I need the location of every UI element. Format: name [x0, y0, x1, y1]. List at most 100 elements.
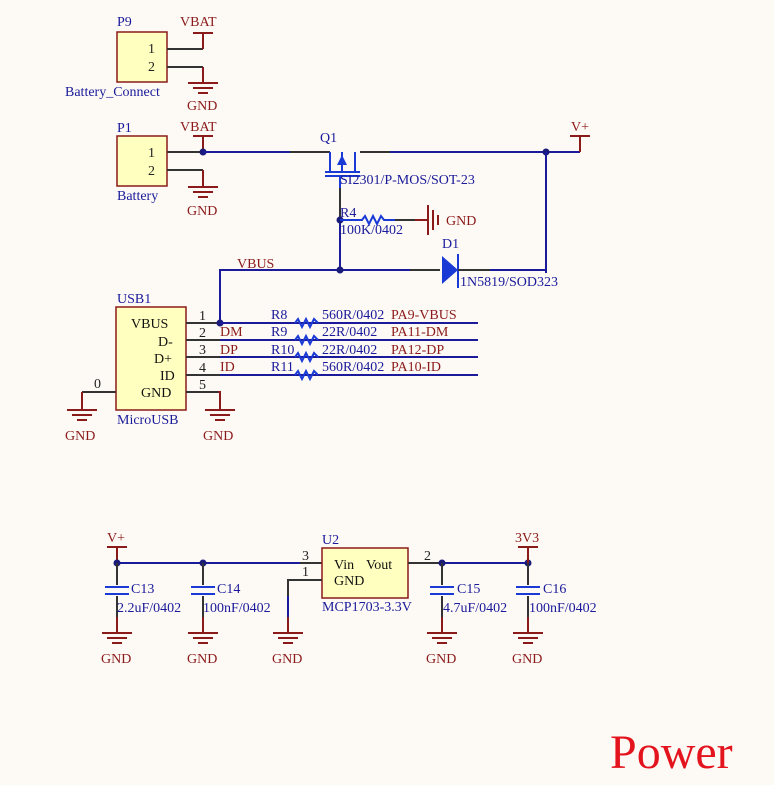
- gnd-label: GND: [426, 652, 456, 667]
- r9-designator: R9: [271, 325, 287, 340]
- gnd-label: GND: [512, 652, 542, 667]
- vbat-port-p1: VBAT: [180, 120, 217, 152]
- capacitor-c15[interactable]: C15 4.7uF/0402: [430, 563, 507, 617]
- capacitor-c13[interactable]: C13 2.2uF/0402: [105, 563, 181, 617]
- capacitor-c14[interactable]: C14 100nF/0402: [191, 563, 271, 617]
- net-pa10-id: PA10-ID: [391, 360, 441, 375]
- gnd-label: GND: [187, 204, 217, 219]
- r4-value: 100K/0402: [340, 223, 403, 238]
- gnd-symbol-c15: GND: [426, 617, 457, 667]
- vbat-label-p1: VBAT: [180, 120, 217, 135]
- usb1-pin-name: D-: [158, 335, 173, 350]
- vplus-port-top: V+: [570, 120, 590, 152]
- usb1-pin-name: VBUS: [131, 317, 168, 332]
- r10-value: 22R/0402: [322, 343, 377, 358]
- p9-designator: P9: [117, 15, 132, 30]
- r10-designator: R10: [271, 343, 294, 358]
- 3v3-label: 3V3: [515, 531, 539, 546]
- usb1-pin-name: ID: [160, 369, 175, 384]
- gnd-label: GND: [101, 652, 131, 667]
- usb1-pin-number: 1: [199, 309, 206, 324]
- p9-comment: Battery_Connect: [65, 85, 160, 100]
- r11-designator: R11: [271, 360, 294, 375]
- u2-vout-label: Vout: [366, 558, 392, 573]
- c14-value: 100nF/0402: [203, 601, 271, 616]
- u2-body: [321, 547, 409, 599]
- sheet-title: Power: [610, 726, 733, 779]
- r11-value: 560R/0402: [322, 360, 384, 375]
- gnd-label: GND: [187, 652, 217, 667]
- usb-line-r10[interactable]: DP R10 22R/0402 PA12-DP: [220, 343, 478, 364]
- gnd-symbol-c16: GND: [512, 617, 543, 667]
- mosfet-q1[interactable]: Q1 SI2301/P-MOS/SOT-23: [320, 131, 475, 188]
- usb1-shell-pin: 0: [94, 377, 101, 392]
- u2-value: MCP1703-3.3V: [322, 600, 412, 615]
- c16-value: 100nF/0402: [529, 601, 597, 616]
- gnd-symbol-c14: GND: [187, 617, 218, 667]
- net-pa9-vbus: PA9-VBUS: [391, 308, 457, 323]
- gnd-symbol-usb-right: GND: [203, 391, 235, 444]
- u2-pin-number: 3: [302, 549, 309, 564]
- usb1-designator: USB1: [117, 292, 151, 307]
- vplus-label: V+: [571, 120, 589, 135]
- c16-designator: C16: [543, 582, 566, 597]
- u2-gnd-label: GND: [334, 574, 364, 589]
- usb1-pin-number: 4: [199, 361, 206, 376]
- r4-designator: R4: [340, 206, 356, 221]
- vbat-port-p9: VBAT: [180, 15, 217, 49]
- usb-connector-usb1[interactable]: USB1 VBUS D- D+ ID GND MicroUSB: [115, 292, 187, 428]
- p9-pin1-number: 1: [148, 42, 155, 57]
- d1-value: 1N5819/SOD323: [460, 275, 558, 290]
- usb1-pin-number: 5: [199, 378, 206, 393]
- usb1-pin-name: GND: [141, 386, 171, 401]
- vbat-label-p9: VBAT: [180, 15, 217, 30]
- usb-line-r8[interactable]: R8 560R/0402 PA9-VBUS: [220, 308, 478, 330]
- gnd-label: GND: [65, 429, 95, 444]
- usb1-pin-number: 3: [199, 343, 206, 358]
- p9-body: [116, 31, 168, 83]
- gnd-symbol-r4: GND: [415, 205, 476, 235]
- wire-vbus: [219, 269, 410, 322]
- c13-value: 2.2uF/0402: [117, 601, 181, 616]
- usb1-pin-name: D+: [154, 352, 172, 367]
- capacitor-c16[interactable]: C16 100nF/0402: [516, 563, 597, 617]
- gnd-label: GND: [446, 214, 476, 229]
- net-dm: DM: [220, 325, 243, 340]
- p1-designator: P1: [117, 121, 132, 136]
- r8-value: 560R/0402: [322, 308, 384, 323]
- u2-pin-number: 1: [302, 565, 309, 580]
- c14-designator: C14: [217, 582, 240, 597]
- u2-pin-number: 2: [424, 549, 431, 564]
- usb-line-r11[interactable]: ID R11 560R/0402 PA10-ID: [220, 360, 478, 382]
- p1-pin1-number: 1: [148, 146, 155, 161]
- connector-p1[interactable]: P1 1 2 Battery: [116, 121, 168, 204]
- regulator-u2[interactable]: U2 Vin Vout GND MCP1703-3.3V: [321, 533, 412, 615]
- p1-pin2-number: 2: [148, 164, 155, 179]
- u2-pin1-lead: [287, 579, 322, 596]
- usb-line-r9[interactable]: DM R9 22R/0402 PA11-DM: [220, 325, 478, 347]
- resistor-r4[interactable]: R4 100K/0402: [340, 206, 410, 238]
- c15-value: 4.7uF/0402: [443, 601, 507, 616]
- 3v3-port: 3V3: [515, 531, 539, 563]
- p1-body: [116, 135, 168, 187]
- vbus-net-label: VBUS: [237, 257, 274, 272]
- usb1-body: [115, 306, 187, 411]
- diode-d1[interactable]: D1 1N5819/SOD323: [442, 237, 558, 290]
- net-id: ID: [220, 360, 235, 375]
- gnd-symbol-usb-left: GND: [65, 392, 97, 444]
- gnd-label: GND: [187, 99, 217, 114]
- u2-designator: U2: [322, 533, 339, 548]
- gnd-symbol-u2: GND: [272, 617, 303, 667]
- r9-value: 22R/0402: [322, 325, 377, 340]
- usb1-comment: MicroUSB: [117, 413, 178, 428]
- connector-p9[interactable]: P9 1 2 Battery_Connect: [65, 15, 168, 100]
- vplus-label: V+: [107, 531, 125, 546]
- net-pa12-dp: PA12-DP: [391, 343, 444, 358]
- u2-vin-label: Vin: [334, 558, 354, 573]
- c15-designator: C15: [457, 582, 480, 597]
- c13-designator: C13: [131, 582, 154, 597]
- junction: [336, 266, 344, 274]
- usb1-pin-number: 2: [199, 326, 206, 341]
- q1-value: SI2301/P-MOS/SOT-23: [340, 173, 475, 188]
